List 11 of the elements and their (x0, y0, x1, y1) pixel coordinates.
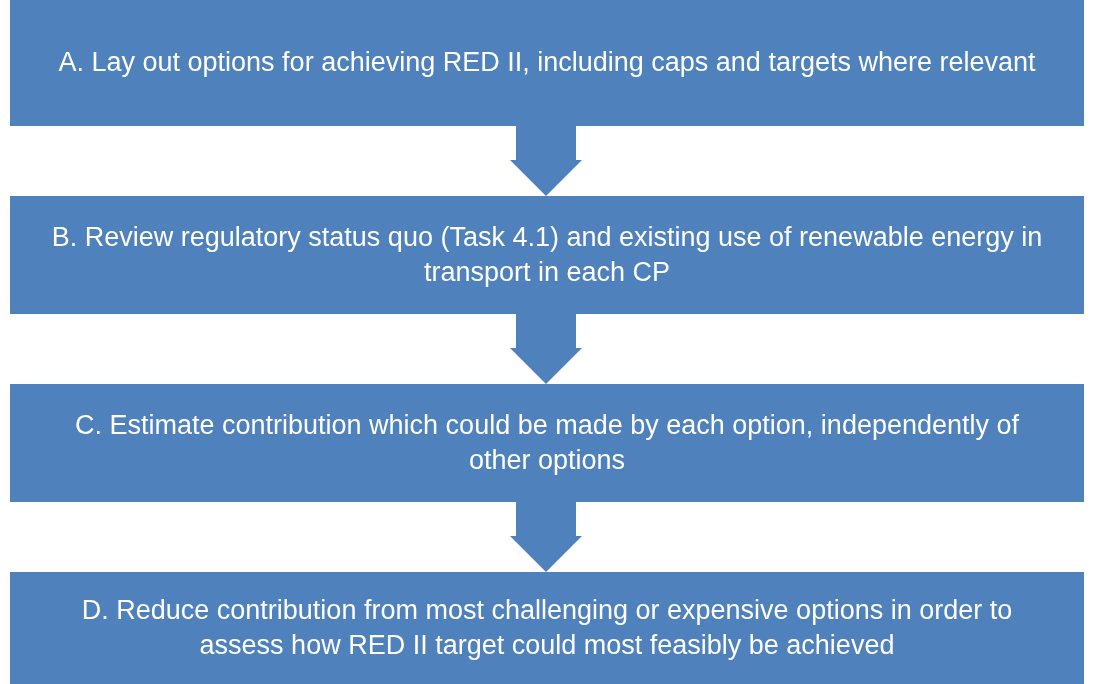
block-arrow (510, 314, 582, 384)
process-box (10, 384, 1084, 502)
block-arrow (510, 502, 582, 572)
step-text: B. Review regulatory status quo (Task 4.1) and existing use of renewable energy in transport in each CP (50, 220, 1044, 289)
step-text: D. Reduce contribution from most challenging or expensive options in order to assess how RED II target could most feasibly be achieved (80, 593, 1014, 662)
process-box (10, 572, 1084, 684)
process-box (10, 0, 1084, 126)
step-text: A. Lay out options for achieving RED II, including caps and targets where relevant (58, 46, 1036, 80)
step-text: C. Estimate contribution which could be made by each option, independently of other options (73, 408, 1021, 477)
process-box (10, 196, 1084, 314)
block-arrow (510, 126, 582, 196)
